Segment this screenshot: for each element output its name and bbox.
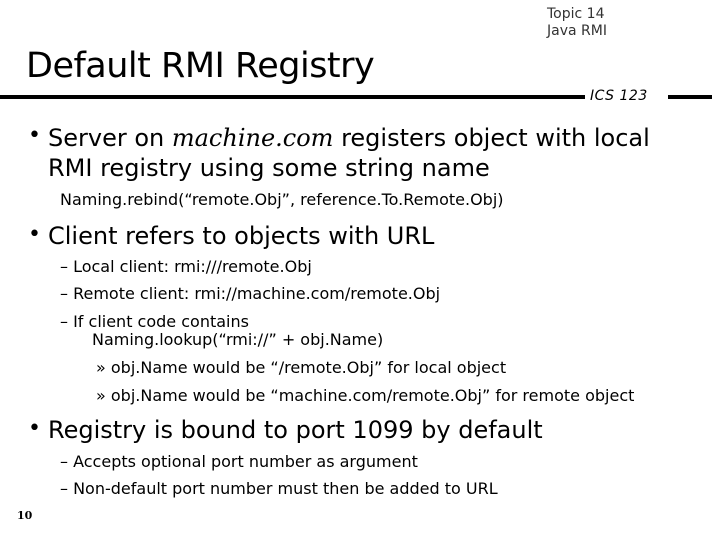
bullet-dot-icon: • [28,123,41,148]
bullet-1-line-1: Server on machine.com registers object w… [48,124,650,152]
bullet-2-sub-3-b: » obj.Name would be “machine.com/remote.… [96,386,635,405]
topic-number: Topic 14 [547,6,605,22]
bullet-2-sub-2: – Remote client: rmi://machine.com/remot… [60,284,441,303]
bullet-3-sub-1: – Accepts optional port number as argume… [60,452,418,471]
bullet-2-sub-3-a: » obj.Name would be “/remote.Obj” for lo… [96,358,507,377]
course-label: ICS 123 [590,88,648,104]
slide-title: Default RMI Registry [26,46,375,86]
bullet-dot-icon: • [28,222,41,247]
bullet-1-italic: machine.com [171,124,334,152]
bullet-3-sub-2: – Non-default port number must then be a… [60,479,498,498]
title-rule-end [668,95,712,99]
bullet-2-sub-1: – Local client: rmi:///remote.Obj [60,257,312,276]
bullet-2-sub-3: – If client code contains [60,312,249,331]
bullet-1-line-2: RMI registry using some string name [48,154,490,182]
bullet-dot-icon: • [28,416,41,441]
topic-name: Java RMI [547,23,607,39]
title-rule [0,95,585,99]
topic-label: Topic 14 Java RMI [547,6,607,40]
rebind-code: Naming.rebind(“remote.Obj”, reference.To… [60,190,504,209]
lookup-code: Naming.lookup(“rmi://” + obj.Name) [92,330,384,349]
page-number: 10 [17,509,33,522]
bullet-1-text-cont: registers object with local [333,124,650,152]
bullet-2: Client refers to objects with URL [48,222,435,250]
bullet-1-text: Server on [48,124,172,152]
bullet-3: Registry is bound to port 1099 by defaul… [48,416,543,444]
